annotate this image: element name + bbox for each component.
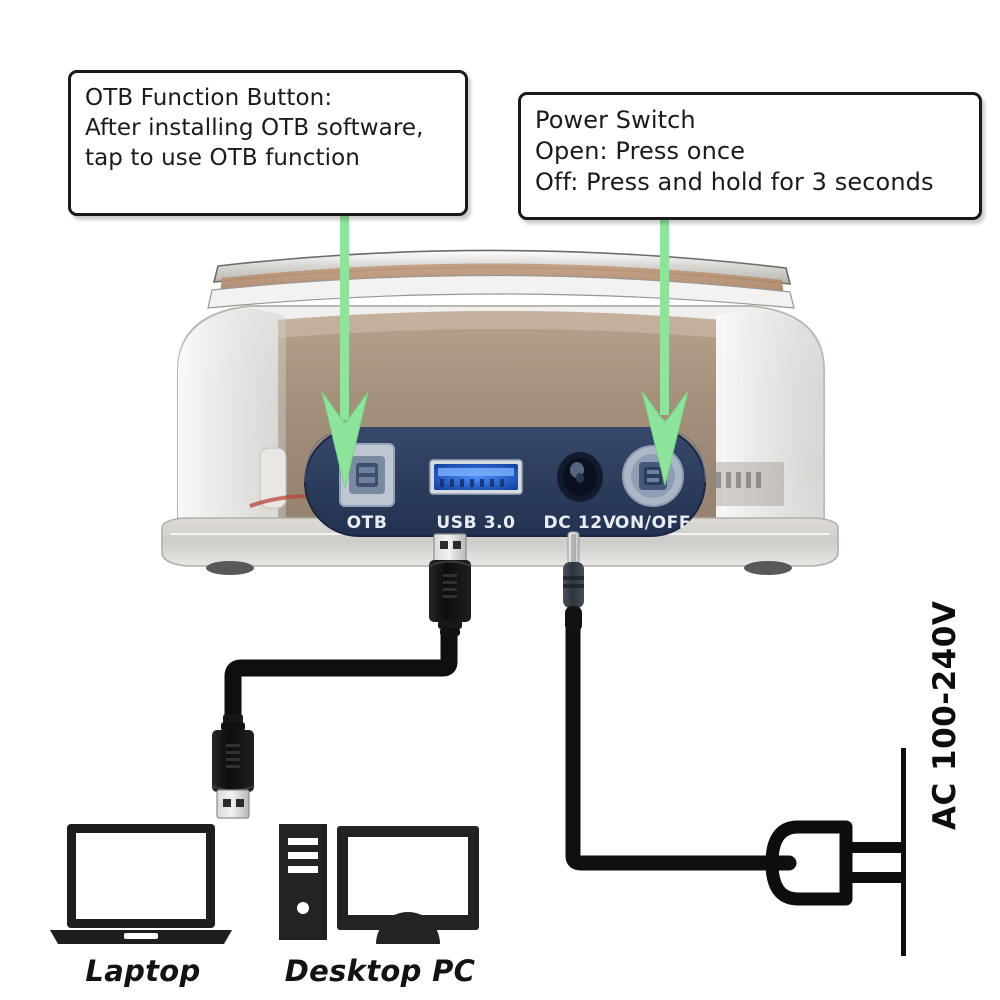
callout-power-line-2: Open: Press once [535,137,746,165]
usb-cable [224,621,458,731]
ac-voltage-label: AC 100-240V [927,600,963,830]
dock-port-panel: OTB USB 3.0 [304,427,706,537]
dc-power-cable [565,622,797,871]
desktop-pc-label: Desktop PC [284,954,476,988]
hard-drive-docking-station: OTB USB 3.0 [100,228,900,598]
otb-function-button[interactable] [339,443,395,507]
leader-arrow-power [638,215,692,486]
port-label-dc: DC 12V [544,513,617,533]
port-label-power: ON/OFF [615,513,691,533]
dock-internal-board [710,462,784,506]
callout-otb-line-3: tap to use OTB function [85,145,360,171]
leader-arrow-otb [318,210,372,489]
dock-left-face [178,308,286,528]
ac-wall-plug [765,820,904,906]
desktop-pc-icon [279,824,479,944]
ac-label-rule [901,748,906,956]
desktop-pc-device-group: Desktop PC [275,820,485,1000]
dock-internal-post [259,447,287,509]
port-label-usb: USB 3.0 [436,513,515,533]
dock-internal-pins [716,472,761,488]
dock-right-face [716,308,824,528]
dock-foot-right [744,561,792,575]
dock-inner-highlight [278,311,722,338]
dock-lid-lip [207,274,795,309]
dc12v-power-jack[interactable] [557,452,603,502]
laptop-device-group: Laptop [48,820,238,1000]
port-label-otb: OTB [347,513,388,533]
callout-power-line-1: Power Switch [535,106,696,134]
callout-power-switch: Power Switch Open: Press once Off: Press… [518,92,982,220]
laptop-label: Laptop [85,954,201,988]
usb-plug-computer-end [211,714,255,819]
laptop-icon [50,824,232,944]
usb3-port[interactable] [429,459,523,495]
dock-foot-left [206,561,254,575]
callout-otb-line-1: OTB Function Button: [85,85,333,111]
callout-power-line-3: Off: Press and hold for 3 seconds [535,168,934,196]
callout-otb-function-button: OTB Function Button: After installing OT… [68,70,468,216]
callout-otb-line-2: After installing OTB software, [85,115,424,141]
